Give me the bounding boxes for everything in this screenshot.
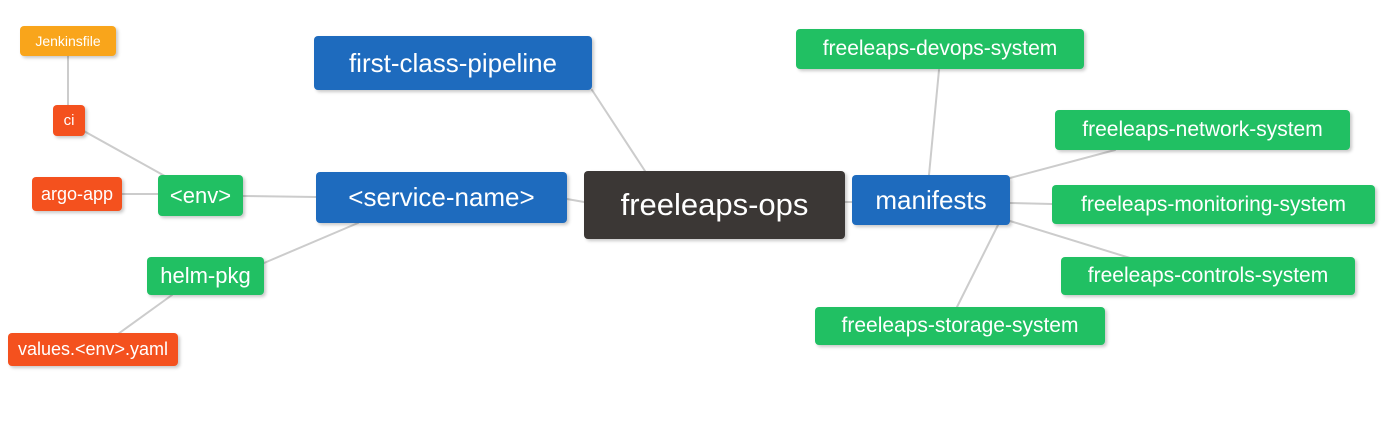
node-values-env-yaml[interactable]: values.<env>.yaml — [8, 333, 178, 366]
node-service-name[interactable]: <service-name> — [316, 172, 567, 223]
node-manifests[interactable]: manifests — [852, 175, 1010, 225]
edge-manifests-devops — [928, 69, 940, 176]
edge-service-name-ops — [566, 198, 585, 203]
node-ci[interactable]: ci — [53, 105, 85, 136]
node-jenkinsfile[interactable]: Jenkinsfile — [20, 26, 116, 56]
node-freeleaps-monitoring-system[interactable]: freeleaps-monitoring-system — [1052, 185, 1375, 224]
node-freeleaps-controls-system[interactable]: freeleaps-controls-system — [1061, 257, 1355, 295]
edge-service-name-helm-pkg — [263, 222, 359, 264]
edge-env-service-name — [242, 195, 317, 198]
edge-manifests-monitoring — [1009, 202, 1053, 205]
edge-manifests-storage — [956, 224, 999, 308]
node-helm-pkg[interactable]: helm-pkg — [147, 257, 264, 295]
node-freeleaps-network-system[interactable]: freeleaps-network-system — [1055, 110, 1350, 150]
edge-manifests-controls — [1009, 220, 1131, 259]
edge-pipeline-ops — [591, 89, 646, 172]
node-first-class-pipeline[interactable]: first-class-pipeline — [314, 36, 592, 90]
node-argo-app[interactable]: argo-app — [32, 177, 122, 211]
edge-helm-pkg-values — [117, 294, 173, 335]
node-env[interactable]: <env> — [158, 175, 243, 216]
edge-ci-env — [81, 129, 173, 181]
node-freeleaps-devops-system[interactable]: freeleaps-devops-system — [796, 29, 1084, 69]
edge-manifests-network — [1009, 149, 1116, 179]
node-freeleaps-ops[interactable]: freeleaps-ops — [584, 171, 845, 239]
node-freeleaps-storage-system[interactable]: freeleaps-storage-system — [815, 307, 1105, 345]
